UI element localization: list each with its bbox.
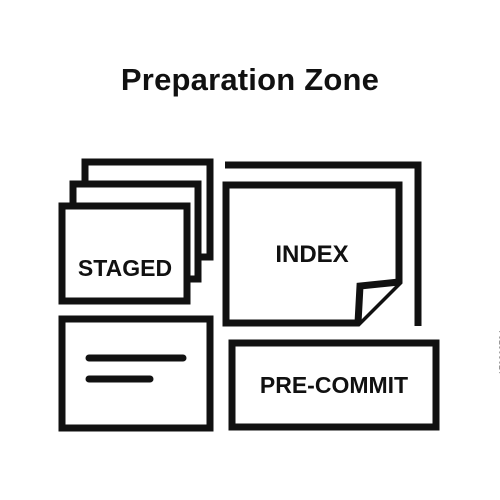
staged-card-front (58, 202, 191, 305)
pre-commit-box (228, 339, 440, 431)
index-label: INDEX (275, 241, 348, 268)
diagram-title: Preparation Zone (120, 62, 380, 97)
pre-commit-label: PRE-COMMIT (260, 372, 408, 398)
staged-label: STAGED (78, 255, 172, 281)
document-card (58, 315, 214, 432)
index-frame-bracket (225, 161, 422, 326)
index-note-fold (354, 278, 400, 324)
